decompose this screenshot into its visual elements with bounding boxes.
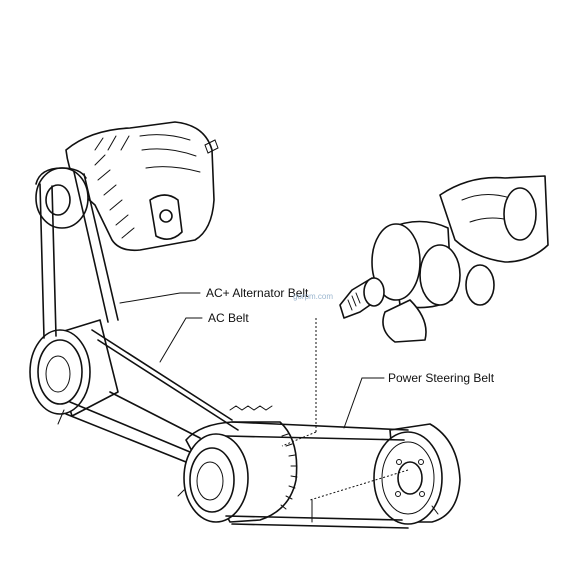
label-ac-belt: AC Belt xyxy=(208,311,249,325)
ac-alternator-belt xyxy=(35,167,191,463)
power-steering-belt xyxy=(225,421,409,529)
label-power-steering-belt: Power Steering Belt xyxy=(388,371,495,385)
power-steering-pulley xyxy=(373,423,461,525)
crankshaft xyxy=(339,175,549,343)
ac-compressor-pulley xyxy=(29,319,119,425)
leader-power-steering-belt xyxy=(343,377,385,429)
alternator xyxy=(35,121,219,252)
leader-ac-alternator-belt xyxy=(119,292,201,304)
leader-ac-belt xyxy=(159,317,203,363)
ac-belt xyxy=(91,329,239,439)
label-ac-alternator-belt: AC+ Alternator Belt xyxy=(206,286,309,300)
center-lines xyxy=(281,318,409,523)
crank-pulley xyxy=(177,405,298,523)
watermark: gorpm.com xyxy=(293,292,333,301)
